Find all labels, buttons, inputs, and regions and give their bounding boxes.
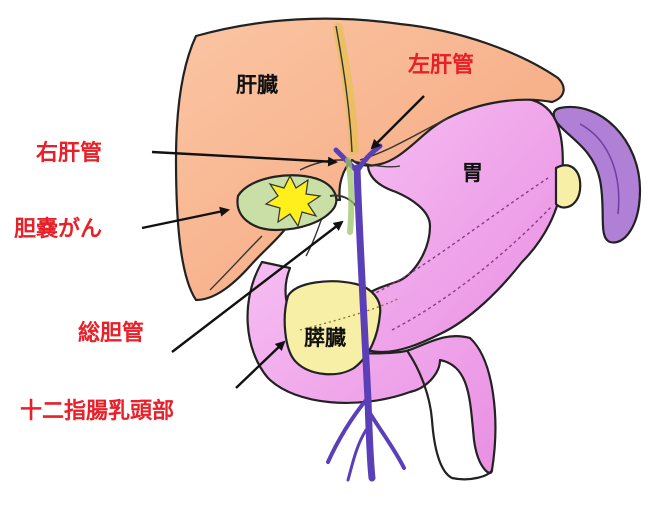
fat-blob [554, 164, 582, 209]
duct-branch-1 [326, 398, 368, 464]
bile-duct-green-overlay [345, 157, 355, 235]
pancreas-label: 膵臓 [304, 326, 346, 350]
liver-hilum [299, 159, 401, 171]
liver-lower-edge [209, 235, 263, 291]
arrow-papilla [235, 340, 286, 389]
stomach-fold-line-2 [391, 205, 553, 331]
gallbladder-cancer-label: 胆嚢がん [14, 216, 102, 242]
arrow-gallbladder-cancer [141, 206, 230, 230]
stomach [346, 96, 564, 354]
liver-fissure-line [335, 25, 353, 153]
tumor-star-icon [264, 174, 322, 228]
arrow-right-hepatic-duct [151, 150, 338, 167]
duct-branch-2 [366, 408, 406, 470]
common-bile-duct-label: 総胆管 [78, 320, 144, 346]
duct-branch-3 [346, 428, 368, 482]
pancreas [283, 280, 382, 376]
cystic-duct [329, 194, 357, 207]
right-hepatic-duct-label: 右肝管 [36, 140, 102, 166]
papilla-label: 十二指腸乳頭部 [20, 398, 174, 424]
arrow-left-hepatic-duct [370, 95, 425, 150]
liver-fissure [333, 23, 359, 155]
duodenum-descending [406, 350, 494, 481]
arrow-common-bile-duct [171, 220, 344, 353]
common-bile-duct [353, 164, 376, 482]
left-hepatic-duct-label: 左肝管 [408, 52, 474, 78]
liver-label: 肝臓 [236, 73, 278, 97]
stomach-label: 胃 [462, 161, 483, 185]
spleen-inner [579, 123, 620, 215]
stomach-fold-line [359, 177, 549, 301]
pancreas-duct [299, 297, 401, 331]
